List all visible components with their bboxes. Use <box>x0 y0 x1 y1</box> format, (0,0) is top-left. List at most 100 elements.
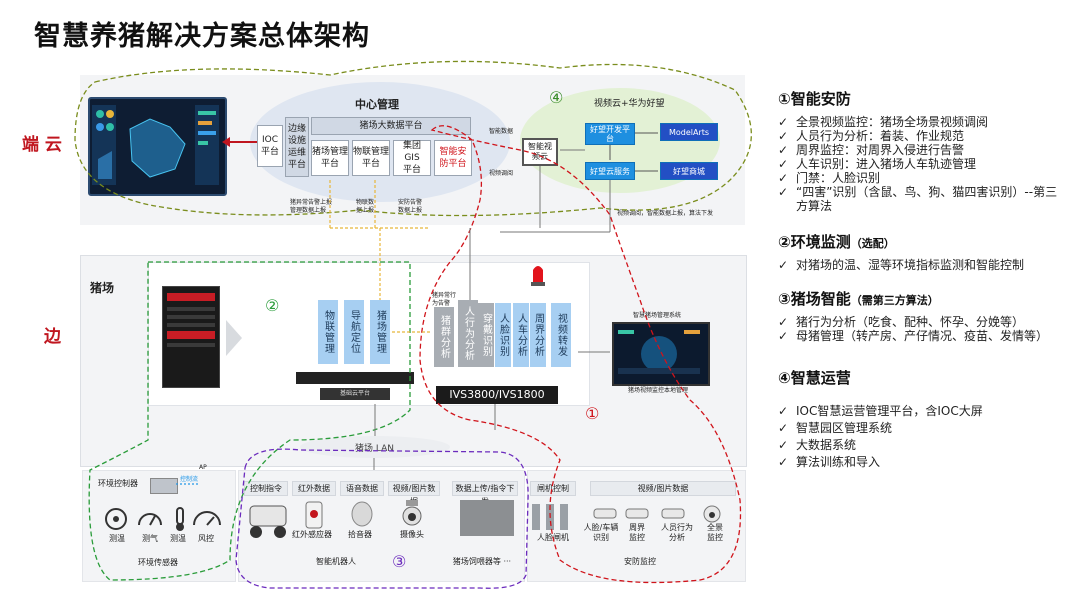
check-icon: ✓ <box>778 421 789 435</box>
video-forward-module: 视频转发 <box>551 303 571 367</box>
panoramic-label: 全景 监控 <box>707 523 723 542</box>
infrared-sensor-icon <box>305 501 323 529</box>
s4-item-4: ✓算法训练和导入 <box>778 455 1068 469</box>
s1-item-2-text: 人员行为分析：着装、作业规范 <box>796 129 965 143</box>
check-icon: ✓ <box>778 455 789 469</box>
robot-label: 智能机器人 <box>316 557 356 566</box>
check-icon: ✓ <box>778 438 789 452</box>
env-controller-device <box>150 478 178 494</box>
dashboard-graphic <box>92 105 219 185</box>
pig-group-analysis-module: 猪群分析 <box>434 307 454 367</box>
s1-item-5: ✓ 门禁：人脸识别 <box>778 171 1068 185</box>
s3-item-2: ✓母猪管理（转产房、产仔情况、疫苗、发情等） <box>778 329 1068 343</box>
farm-mgmt-module: 猪场管理 <box>370 300 390 364</box>
person-behavior-analysis-module: 人行为分析 <box>458 300 478 367</box>
upload-note-label: 视频调阅，智能数据上报，算法下发 <box>617 210 714 217</box>
rack-slot <box>167 323 215 327</box>
s1-item-6: ✓“四害”识别（含鼠、鸟、狗、猫四害识别）--第三方算法 <box>778 185 1068 213</box>
s1-item-4: ✓人车识别：进入猪场人车轨迹管理 <box>778 157 1068 171</box>
sensor-label-1: 测温 <box>109 534 125 543</box>
robot-icon <box>249 505 287 538</box>
modelarts-box: ModelArts <box>660 123 718 141</box>
security-label: 安防监控 <box>624 557 656 566</box>
iot-mgmt-platform-box: 物联管理 平台 <box>352 140 390 176</box>
wear-recognition-module: 穿戴识别 <box>478 303 494 367</box>
s4-item-2-text: 智慧园区管理系统 <box>796 421 893 435</box>
s3-item-2-text: 母猪管理（转产房、产仔情况、疫苗、发情等） <box>796 329 1049 343</box>
nav-module: 导航定位 <box>344 300 364 364</box>
chevron-right-icon <box>226 320 242 356</box>
check-icon: ✓ <box>778 143 789 157</box>
sensor-icons <box>105 507 221 531</box>
center-mgmt-label: 中心管理 <box>355 98 399 111</box>
smart-security-platform-box: 智能安 防平台 <box>434 140 472 176</box>
ioc-platform-box: IOC 平台 <box>257 125 283 167</box>
s1-item-5-text: 门禁：人脸识别 <box>796 171 881 185</box>
perimeter-camera-icon <box>625 508 649 519</box>
report-label-1: 猪异常告警上报 管理数据上报 <box>290 199 333 214</box>
video-call-label: 视频调阅 <box>489 170 514 177</box>
s4-item-1-text: IOC智慧运营管理平台，含IOC大屏 <box>796 404 983 418</box>
feeder-label: 猪场饲喂器等 ··· <box>452 557 512 566</box>
check-icon: ✓ <box>778 115 789 129</box>
control-flow-label: 控制流 <box>180 476 199 483</box>
s3-item-1-text: 猪行为分析（吃食、配种、怀孕、分娩等） <box>796 315 1025 329</box>
feeder-photo <box>460 500 514 536</box>
s2-subtitle: （选配） <box>850 237 895 250</box>
s2-title: ②环境监测 <box>778 233 851 251</box>
right-panel: ①智能安防 ✓全景视频监控：猪场全场景视频调阅 ✓人员行为分析：着装、作业规范 … <box>778 88 1068 469</box>
rack-slot <box>167 315 215 319</box>
s3-item-1: ✓ 猪行为分析（吃食、配种、怀孕、分娩等） <box>778 315 1068 329</box>
sec-cat-video: 视频/图片数据 <box>590 481 736 496</box>
check-icon: ✓ <box>778 258 789 272</box>
camera-label: 摄像头 <box>400 530 424 539</box>
haowang-dev-platform-box: 好望开发平 台 <box>585 123 635 145</box>
security-dashed-outline <box>419 125 742 584</box>
s1-item-3: ✓周界监控：对周界入侵进行告警 <box>778 143 1068 157</box>
s4-item-2: ✓ 智慧园区管理系统 <box>778 421 1068 435</box>
perimeter-analysis-module: 周界分析 <box>530 303 546 367</box>
check-icon: ✓ <box>778 129 789 143</box>
check-icon: ✓ <box>778 315 789 329</box>
huawei-label: 视频云+华为好望 <box>594 99 665 109</box>
s2-title-row: ②环境监测（选配） <box>778 231 1068 252</box>
farm-label: 猪场 <box>90 281 115 295</box>
s3-title-row: ③猪场智能（需第三方算法） <box>778 288 1068 309</box>
s1-title: ①智能安防 <box>778 90 851 108</box>
robot-cat-video: 视频/图片数据 <box>388 481 440 506</box>
edge-ops-platform-box: 边缘 设施 运维 平台 <box>285 117 309 177</box>
infrared-sensor-label: 红外感应器 <box>292 530 332 539</box>
s4-item-3-text: 大数据系统 <box>796 438 857 452</box>
number-3-marker: ③ <box>392 552 407 571</box>
haowang-mall-box: 好望商城 <box>660 162 718 180</box>
local-mgmt-screen <box>612 322 710 386</box>
s4-item-1: ✓ IOC智慧运营管理平台，含IOC大屏 <box>778 404 1068 418</box>
env-dashed-outline <box>88 261 411 581</box>
cloud-dashed-outline <box>74 60 752 217</box>
perimeter-label: 周界 监控 <box>629 523 645 542</box>
haowang-cloud-service-box: 好望云服务 <box>585 162 635 180</box>
number-4-marker: ④ <box>549 88 564 107</box>
sensor-label-3: 测温 <box>170 534 186 543</box>
check-icon: ✓ <box>778 171 789 185</box>
ioc-dashboard-screen <box>88 97 227 196</box>
arrow-ioc-to-dashboard <box>222 137 258 147</box>
local-mgmt-caption: 猪场视频监控本地管理 <box>628 387 689 394</box>
microphone-icon <box>351 501 373 527</box>
s4-title: ④智慧运营 <box>778 369 851 387</box>
rack-slot <box>167 343 215 347</box>
s2-item-1: ✓ 对猪场的温、湿等环境指标监测和智能控制 <box>778 258 1068 272</box>
report-label-3: 安防告警 数据上报 <box>398 199 423 214</box>
s1-item-1: ✓全景视频监控：猪场全场景视频调阅 <box>778 115 1068 129</box>
page-title: 智慧养猪解决方案总体架构 <box>34 21 370 52</box>
s2-item-1-text: 对猪场的温、湿等环境指标监测和智能控制 <box>796 258 1025 272</box>
person-vehicle-analysis-module: 人车分析 <box>513 303 529 367</box>
env-controller-label: 环境控制器 <box>98 479 138 488</box>
robot-cat-infrared: 红外数据 <box>292 481 336 496</box>
check-icon: ✓ <box>778 404 789 418</box>
local-mgmt-graphic <box>618 330 700 374</box>
thermometer-icon <box>176 507 184 531</box>
lan-label: 猪场 LAN <box>355 444 394 454</box>
alarm-note-label: 猪异常行 为告警 <box>432 292 457 307</box>
